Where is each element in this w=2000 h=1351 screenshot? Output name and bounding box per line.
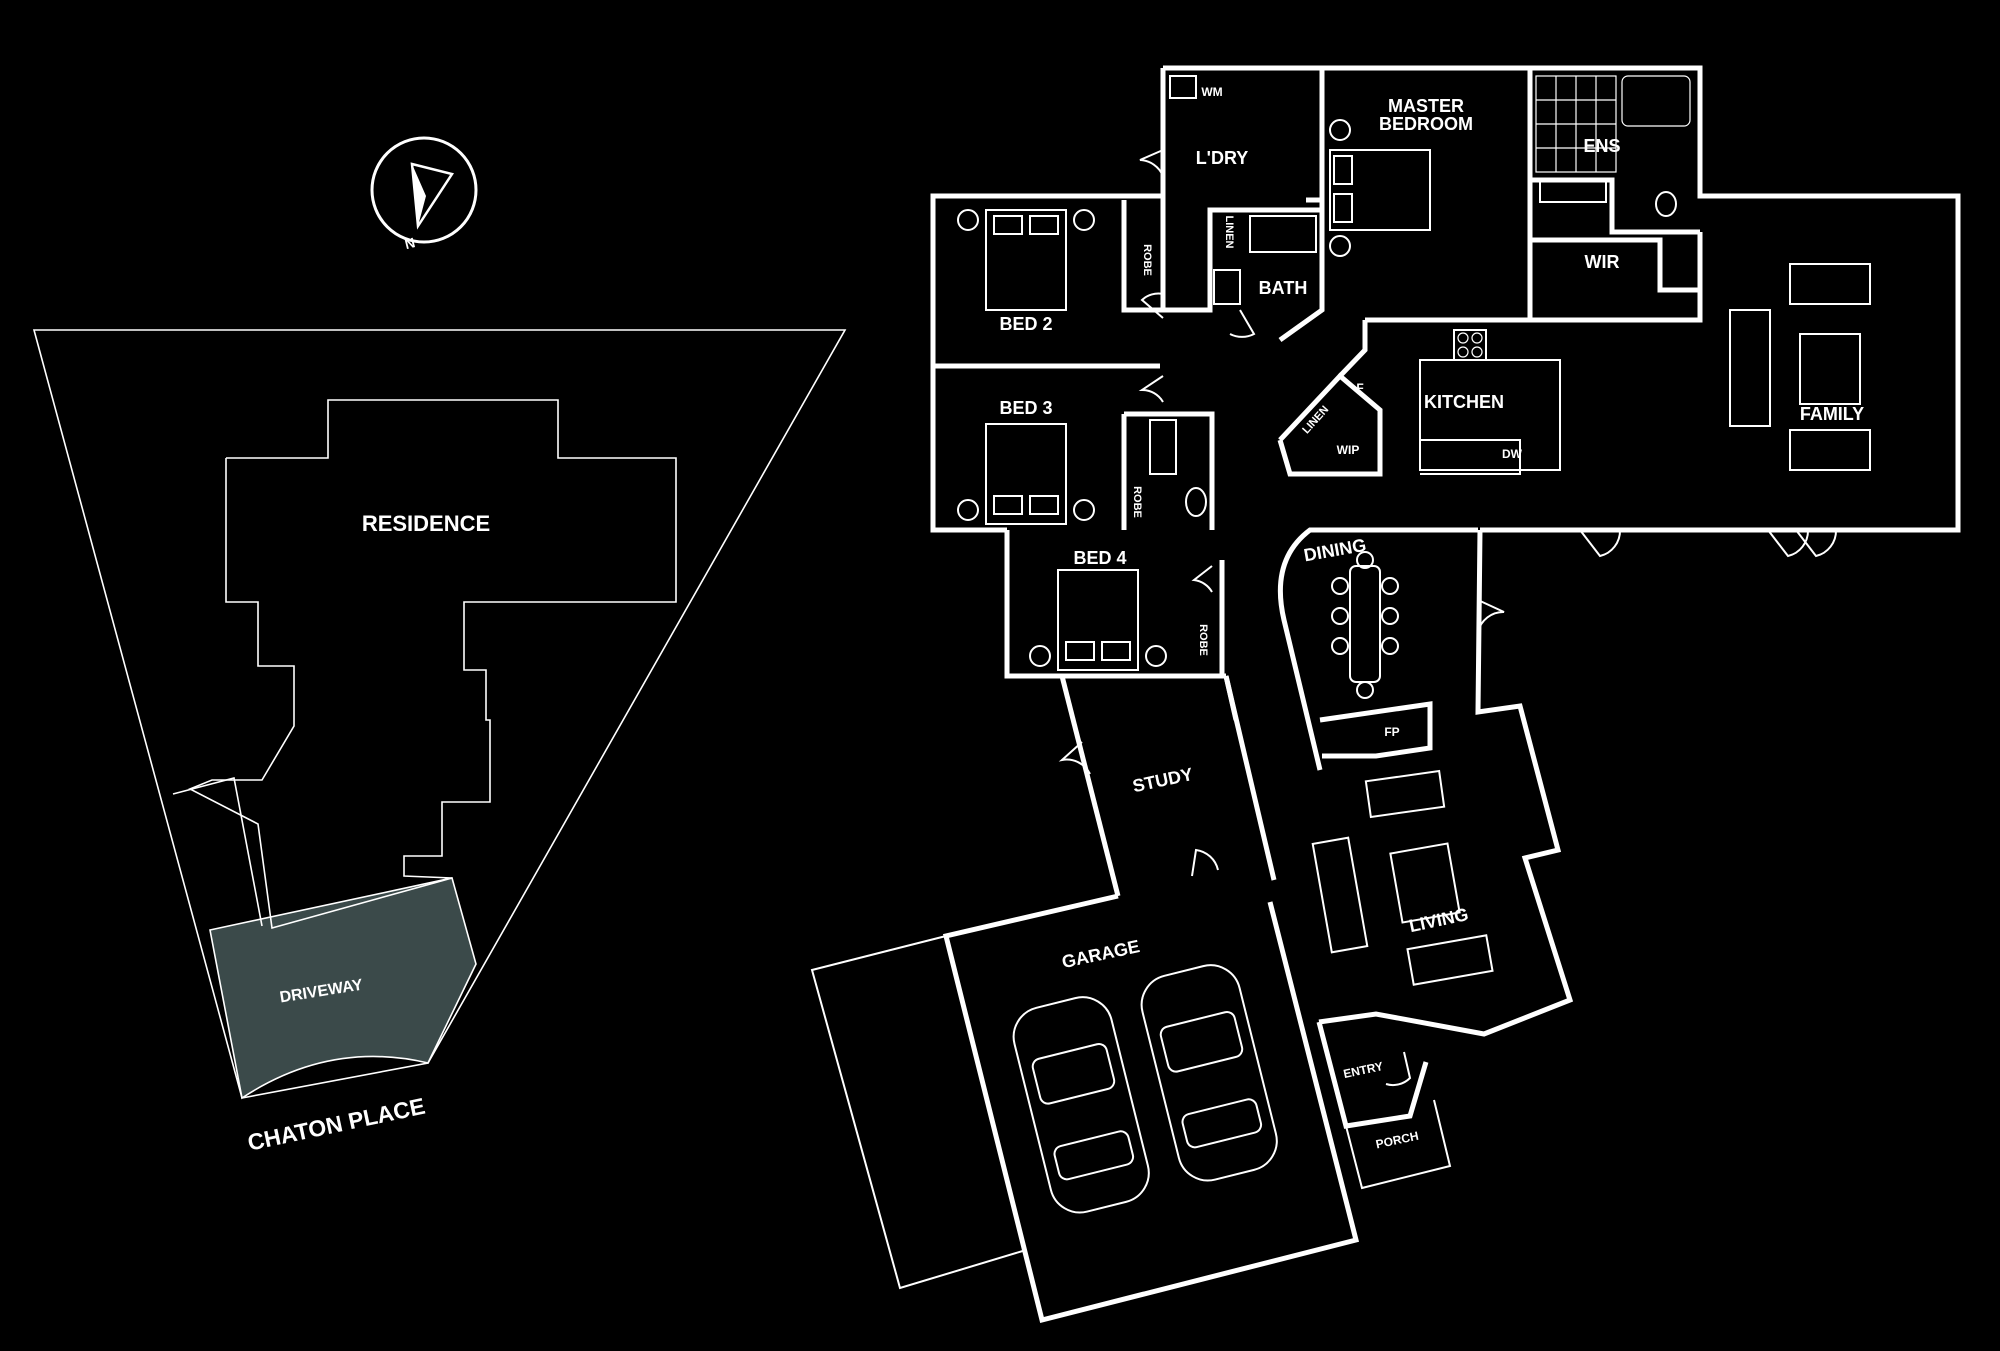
label-linen-upper: LINEN — [1223, 216, 1235, 249]
label-kitchen: KITCHEN — [1424, 392, 1504, 412]
bed3-vanity-icon — [1149, 419, 1177, 475]
residence-footprint — [188, 399, 677, 930]
wall-master-west — [1306, 68, 1325, 203]
entry-porch-walls — [1316, 1021, 1429, 1129]
dining-table-icon — [1331, 551, 1399, 699]
label-robe-bed4: ROBE — [1197, 624, 1209, 656]
house-floor-plan: MASTER BEDROOM ENS WM L'DRY LINEN BATH B… — [810, 65, 1961, 1324]
site-plan: RESIDENCE DRIVEWAY CHATON PLACE — [32, 329, 847, 1156]
label-garage: GARAGE — [1060, 936, 1141, 972]
outer-wall-garage — [942, 893, 1360, 1324]
label-wip: WIP — [1337, 443, 1360, 457]
wall-wir-kitchen — [1530, 290, 1703, 323]
wall-bed3-hall — [1124, 411, 1215, 530]
ensuite-toilet-icon — [1655, 191, 1677, 217]
ensuite-vanity — [1539, 179, 1607, 203]
label-fridge: F — [1356, 381, 1363, 395]
label-master-bedroom-2: BEDROOM — [1379, 114, 1473, 134]
door-swing-bed3 — [1138, 375, 1164, 403]
door-swing-bed4 — [1191, 565, 1213, 593]
label-linen-kitchen: LINEN — [1300, 404, 1331, 437]
label-study: STUDY — [1131, 764, 1195, 796]
north-label: N — [403, 234, 417, 252]
outer-wall-north-wing — [1163, 65, 1961, 533]
label-entry: ENTRY — [1342, 1059, 1384, 1081]
compass: N — [370, 136, 478, 252]
door-swing-garage — [1191, 848, 1219, 877]
wall-kitchen-south — [1338, 320, 1368, 378]
label-family: FAMILY — [1800, 404, 1864, 424]
label-ens: ENS — [1583, 136, 1620, 156]
wall-ldry-bath — [1160, 196, 1322, 313]
garage-car-icon-left — [1012, 996, 1150, 1214]
bath-tub-icon — [1249, 215, 1317, 253]
label-fp: FP — [1384, 725, 1399, 739]
label-bed3: BED 3 — [999, 398, 1052, 418]
bed3-toilet-icon — [1185, 487, 1207, 517]
wall-study-living — [1223, 675, 1277, 881]
door-swing-living-east — [1477, 599, 1505, 633]
door-swing-bath — [1229, 309, 1256, 338]
label-dw: DW — [1502, 447, 1523, 461]
kitchen-island — [1420, 439, 1521, 475]
outer-wall-study — [1059, 675, 1121, 897]
label-wir: WIR — [1585, 252, 1620, 272]
master-bed-icon — [1329, 119, 1431, 257]
label-living: LIVING — [1407, 904, 1470, 936]
door-swing-bed2 — [1140, 292, 1164, 319]
wall-ens-wir — [1530, 177, 1700, 235]
label-robe-bed3: ROBE — [1131, 486, 1143, 518]
wall-master-south — [1278, 200, 1325, 343]
garage-car-icon-right — [1140, 964, 1278, 1182]
wall-wir-south — [1530, 232, 1703, 293]
wall-fp — [1319, 701, 1433, 759]
laundry-tub-icon — [1169, 75, 1197, 99]
label-wm: WM — [1201, 85, 1222, 99]
label-bath: BATH — [1259, 278, 1308, 298]
door-swing-study — [1058, 741, 1091, 775]
label-porch: PORCH — [1375, 1129, 1420, 1152]
bed3-bed-icon — [957, 423, 1095, 525]
door-swing-ldry — [1139, 149, 1164, 177]
residence-label: RESIDENCE — [362, 511, 490, 536]
outer-wall-bed4 — [1004, 530, 1226, 679]
side-yard-line — [172, 777, 263, 927]
bath-vanity-icon — [1213, 269, 1241, 305]
driveway-area — [209, 877, 477, 1100]
living-lounge-icon — [1311, 769, 1494, 986]
street-label: CHATON PLACE — [245, 1093, 427, 1156]
bed2-bed-icon — [957, 209, 1095, 311]
cooktop — [1453, 329, 1487, 361]
label-bed4: BED 4 — [1073, 548, 1126, 568]
outer-wall-west-wing — [930, 68, 1166, 533]
kitchen-bench — [1419, 359, 1561, 471]
label-laundry: L'DRY — [1196, 148, 1249, 168]
ensuite-tile-grid — [1535, 75, 1691, 173]
door-swing-family-2 — [1767, 529, 1810, 558]
compass-ring — [370, 136, 478, 244]
dining-curve-wall — [1277, 527, 1478, 771]
door-swing-entry — [1385, 1051, 1412, 1087]
carport-outline — [810, 935, 1027, 1290]
door-swing-family-3 — [1795, 529, 1838, 558]
porch-outline — [1345, 1099, 1452, 1190]
label-bed2: BED 2 — [999, 314, 1052, 334]
door-swing-family-1 — [1579, 529, 1622, 558]
label-master-bedroom-1: MASTER — [1388, 96, 1464, 116]
family-lounge-icon — [1729, 263, 1871, 471]
wall-wip — [1277, 372, 1383, 477]
wall-robe-bed2 — [1121, 200, 1163, 313]
bed4-bed-icon — [1029, 569, 1167, 671]
outer-wall-living-east — [1318, 529, 1574, 1037]
label-robe-bed2: ROBE — [1141, 244, 1153, 276]
